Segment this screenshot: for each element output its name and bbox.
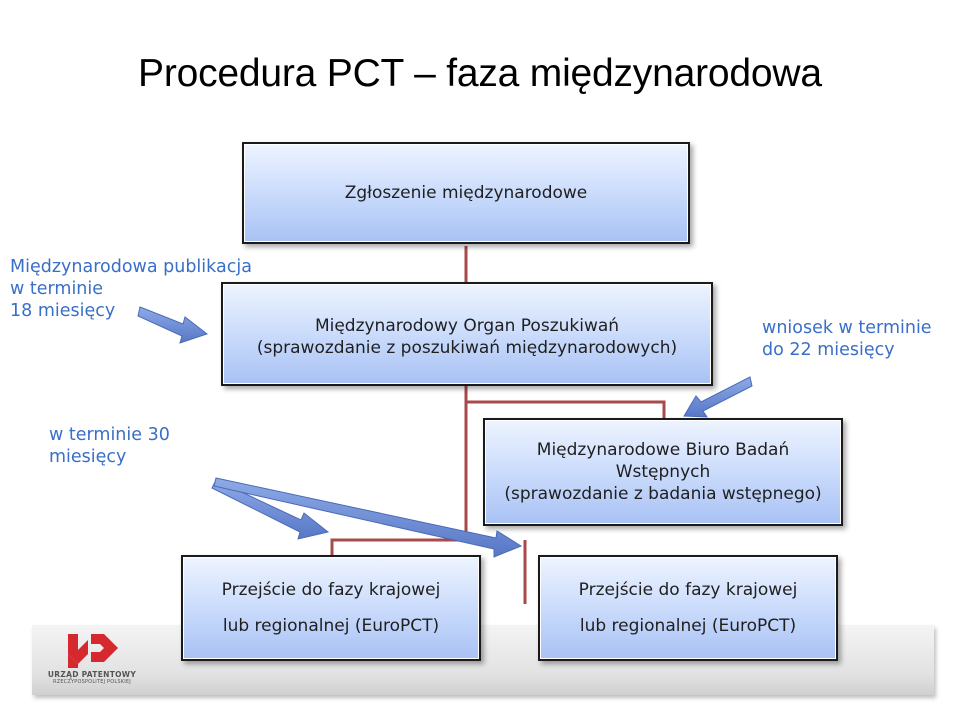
box-line: lub regionalnej (EuroPCT) [579, 616, 797, 636]
patent-office-logo [68, 634, 118, 668]
note-thirty-months: w terminie 30 miesięcy [49, 425, 170, 467]
box-international-search-authority: Międzynarodowy Organ Poszukiwań (sprawoz… [221, 282, 713, 386]
note-demand-deadline: wniosek w terminie do 22 miesięcy [762, 318, 932, 360]
patent-office-wordmark: URZĄD PATENTOWY RZECZYPOSPOLITEJ POLSKIE… [47, 670, 137, 685]
box-national-phase-right: Przejście do fazy krajowej lub regionaln… [538, 555, 838, 661]
arrow-demand [683, 376, 753, 418]
arrow-thirty-months-right [213, 477, 523, 558]
connector-isa-national-left [330, 402, 468, 555]
page-title: Procedura PCT – faza międzynarodowa [138, 52, 822, 95]
arrow-publication [137, 306, 209, 344]
box-line: Przejście do fazy krajowej [578, 580, 798, 600]
connector-isa-ipea [464, 386, 666, 418]
box-line: Przejście do fazy krajowej [221, 580, 441, 600]
box-line: lub regionalnej (EuroPCT) [222, 616, 440, 636]
box-line: (sprawozdanie z poszukiwań międzynarodow… [256, 338, 678, 358]
box-line: Międzynarodowe Biuro Badań [536, 440, 790, 460]
box-line: (sprawozdanie z badania wstępnego) [504, 484, 822, 504]
arrow-thirty-months-left [211, 479, 330, 540]
box-international-filing: Zgłoszenie międzynarodowe [242, 142, 690, 244]
box-national-phase-left: Przejście do fazy krajowej lub regionaln… [181, 555, 481, 661]
box-line: Międzynarodowy Organ Poszukiwań [314, 316, 620, 336]
box-line: Zgłoszenie międzynarodowe [344, 183, 588, 203]
note-international-publication: Międzynarodowa publikacja w terminie 18 … [10, 257, 252, 321]
box-line: Wstępnych [615, 462, 711, 482]
box-international-preliminary-examination: Międzynarodowe Biuro Badań Wstępnych (sp… [483, 418, 843, 526]
